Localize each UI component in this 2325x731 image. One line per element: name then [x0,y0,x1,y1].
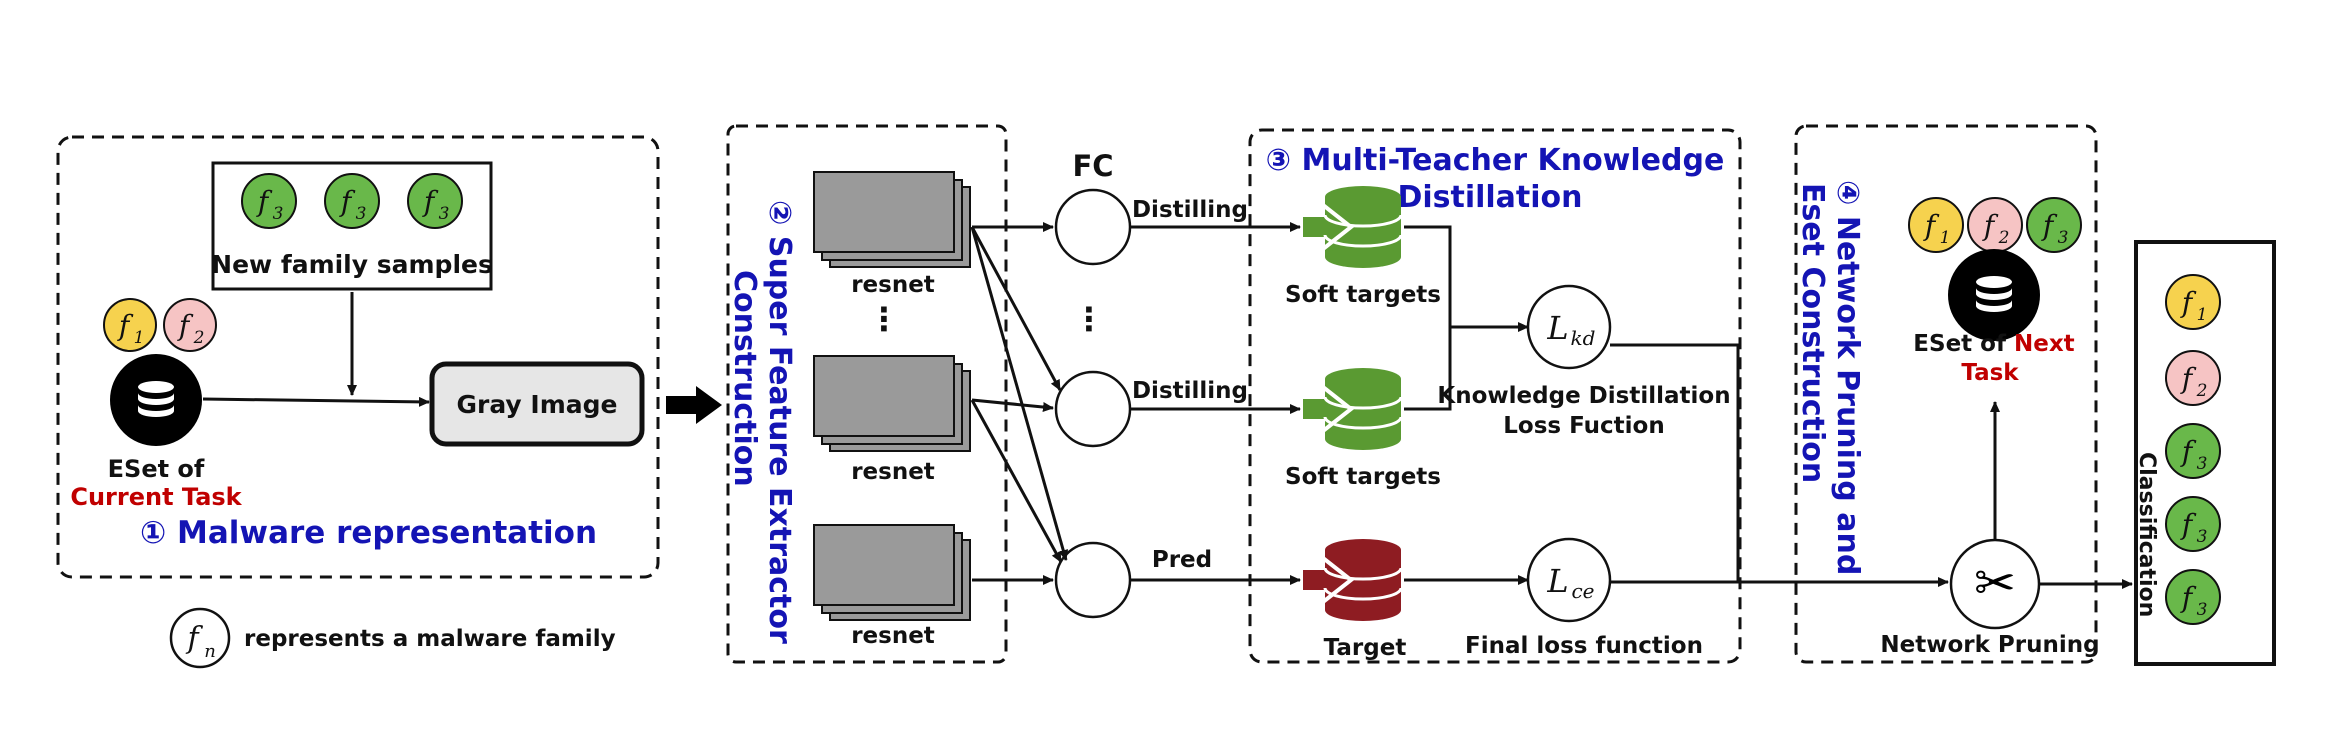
new-family-label: New family samples [211,250,493,279]
svg-text:3: 3 [356,204,367,224]
ce-loss-node: L ce [1526,537,1612,623]
target-label: Target [1324,635,1407,661]
network-pruning-label: Network Pruning [1880,632,2099,658]
section4-title-line2: Eset Construction [1795,183,1830,483]
resnet-label-3: resnet [851,623,935,649]
next-task-database-icon [1948,249,2040,341]
class-circle-f2: f 2 [2165,350,2221,406]
svg-text:L: L [1546,562,1568,600]
section-malware-representation: f 3 f 3 f 3 New family samples f 1 f 2 [56,135,660,579]
section1-title: ① Malware representation [140,515,597,551]
section2-border [726,124,1008,664]
class-circle-f3-b: f 3 [2165,496,2221,552]
classification-label: Classification [2134,452,2159,617]
target-database-icon [1303,539,1403,621]
edge-label-distilling-2: Distilling [1132,378,1248,404]
legend-family-symbol: f n [169,607,231,669]
section3-border [1248,128,1742,664]
svg-text:3: 3 [2197,454,2208,474]
resnet-ellipsis: ⋮ [868,300,900,338]
resnet-block-1 [813,171,971,268]
svg-text:3: 3 [2197,600,2208,620]
resnet-label-2: resnet [851,459,935,485]
eset-next-line2: Task [1961,360,2019,386]
fc-output-edges: Distilling Distilling Pred [1130,197,1301,585]
section3-title-line2: Distillation [1397,180,1582,215]
database-icon [110,354,202,446]
loss-to-pruning-lines [1610,343,1949,587]
svg-text:✂: ✂ [1974,554,2016,612]
section4-border [1794,124,2098,664]
gray-image-box [429,361,645,447]
teacher-database-icon-1 [1303,186,1403,268]
kd-merge-lines [1404,225,1529,585]
svg-text:3: 3 [2197,527,2208,547]
svg-text:L: L [1546,309,1568,347]
fc-node-1 [1054,188,1132,266]
eset-current-line1: ESet of [108,455,205,483]
family-circle-f3-a: f 3 [241,173,297,229]
class-circle-f3-c: f 3 [2165,569,2221,625]
edge-label-distilling-1: Distilling [1132,197,1248,223]
svg-text:1: 1 [2197,305,2208,325]
svg-text:2: 2 [1998,228,2010,248]
section2-title-line2: Construction [727,270,762,487]
soft-targets-label-2: Soft targets [1285,464,1441,490]
next-family-circle-f1: f 1 [1908,197,1964,253]
fc-layer: FC ⋮ [1054,149,1132,619]
classification-panel: f 1 f 2 f 3 f 3 f 3 Classification [2134,240,2276,666]
svg-text:ce: ce [1571,579,1594,603]
section-transition-arrow [666,386,722,424]
final-loss-label: Final loss function [1465,633,1703,659]
kd-loss-node: L kd [1526,284,1612,370]
section3-title-line1: ③ Multi-Teacher Knowledge [1266,143,1725,178]
arrow-db-to-gray [202,396,430,407]
resnet-fc-connections [970,222,1069,585]
svg-text:1: 1 [1940,228,1951,248]
class-circle-f1: f 1 [2165,274,2221,330]
edge-label-pred: Pred [1152,547,1212,573]
kd-caption-line1: Knowledge Distillation [1437,383,1730,409]
section-multi-teacher-kd: ③ Multi-Teacher Knowledge Distillation S… [1248,128,1742,664]
family-circle-f1: f 1 [103,298,157,352]
resnet-block-3 [813,524,971,621]
resnet-block-2 [813,355,971,452]
eset-next-line1: ESet of Next [1913,331,2074,357]
section1-border [56,135,660,579]
resnet-label-1: resnet [851,272,935,298]
legend-text: represents a malware family [244,626,616,652]
scissors-icon: ✂ [1949,538,2041,630]
svg-text:2: 2 [2196,381,2208,401]
class-circle-f3-a: f 3 [2165,423,2221,479]
eset-current-line2: Current Task [70,483,242,511]
gray-image-label: Gray Image [456,390,617,419]
fc-node-3 [1054,541,1132,619]
fc-node-2 [1054,370,1132,448]
next-family-circle-f2: f 2 [1967,197,2023,253]
svg-text:3: 3 [2058,228,2069,248]
svg-text:n: n [204,641,216,662]
family-circle-f3-c: f 3 [407,173,463,229]
fc-ellipsis: ⋮ [1073,300,1105,338]
section-super-feature-extractor: ② Super Feature Extractor Construction r… [726,124,1008,664]
kd-caption-line2: Loss Fuction [1503,413,1664,439]
svg-text:kd: kd [1571,326,1596,350]
teacher-database-icon-2 [1303,368,1403,450]
fc-label: FC [1072,149,1113,183]
section4-title-line1: ④ Network Pruning and [1830,180,1865,575]
svg-text:3: 3 [439,204,450,224]
svg-text:1: 1 [134,328,145,348]
section-network-pruning: ④ Network Pruning and Eset Construction … [1794,124,2100,664]
section2-title-line1: ② Super Feature Extractor [762,200,797,644]
family-circle-f3-b: f 3 [324,173,380,229]
svg-text:3: 3 [273,204,284,224]
next-family-circle-f3: f 3 [2026,197,2082,253]
svg-text:2: 2 [193,328,205,348]
family-circle-f2: f 2 [163,298,217,352]
soft-targets-label-1: Soft targets [1285,282,1441,308]
